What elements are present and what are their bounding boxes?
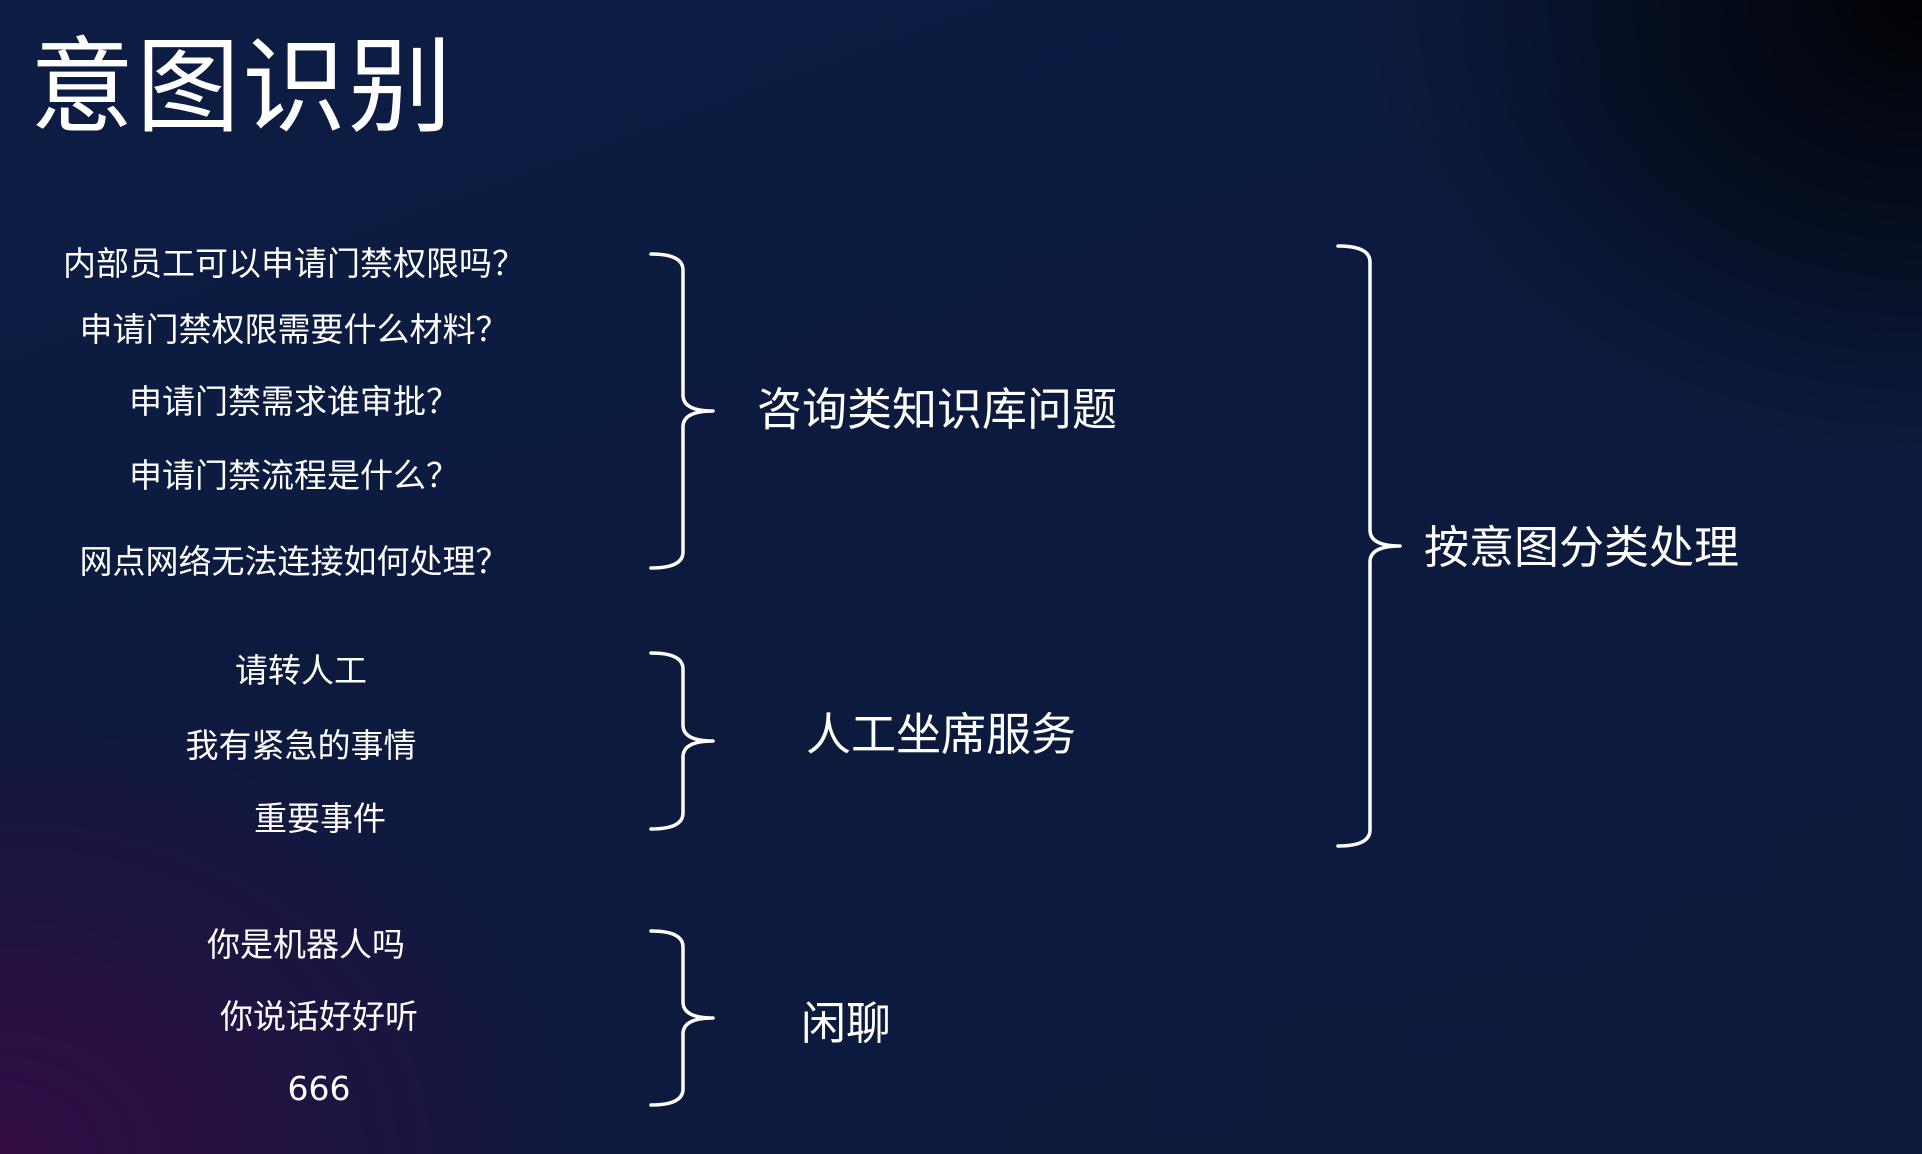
question-item: 内部员工可以申请门禁权限吗？ [63,244,525,283]
brace-group-3 [649,929,715,1107]
question-item: 请转人工 [235,651,367,690]
question-item: 重要事件 [254,799,386,838]
question-item: 你是机器人吗 [207,925,405,964]
brace-group-2 [649,651,715,831]
page-title: 意图识别 [30,26,455,148]
brace-group-1 [649,252,715,570]
summary-label: 按意图分类处理 [1424,521,1740,574]
question-item: 申请门禁权限需要什么材料？ [79,310,509,349]
category-label: 闲聊 [801,997,892,1050]
brace-summary [1336,244,1402,848]
category-label: 咨询类知识库问题 [757,383,1118,436]
question-item: 申请门禁需求谁审批？ [129,382,459,421]
question-item: 你说话好好听 [220,997,418,1036]
question-item: 666 [287,1069,351,1108]
category-label: 人工坐席服务 [806,708,1077,761]
question-item: 网点网络无法连接如何处理？ [79,542,509,581]
question-item: 我有紧急的事情 [185,726,417,765]
question-item: 申请门禁流程是什么？ [129,456,459,495]
